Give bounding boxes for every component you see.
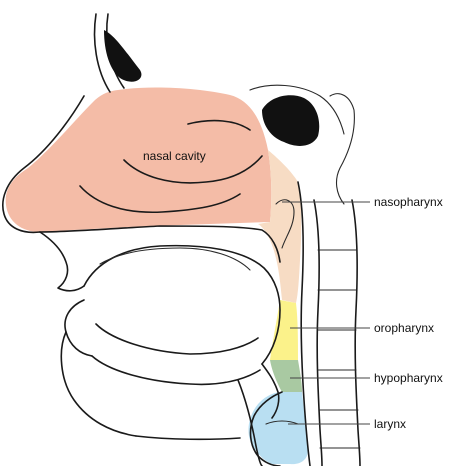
chin-outline [61,332,136,436]
upper-lip-outline [40,232,84,291]
vertebra-lines [318,250,360,448]
nasal-cavity-region [6,88,272,232]
sphenoid-sinus [262,95,319,146]
label-hypopharynx: hypopharynx [374,371,443,385]
label-nasal-cavity: nasal cavity [143,149,206,163]
frontal-sinus [104,30,141,82]
label-oropharynx: oropharynx [374,321,434,335]
spine-front-outline [314,200,322,466]
label-larynx: larynx [374,417,406,431]
hypopharynx-region [270,360,302,392]
mandible-outline [92,324,260,384]
oropharynx-region [270,300,298,360]
lower-lip-outline [65,300,92,356]
tongue-outline [84,246,280,364]
neck-front-outline [136,380,262,466]
label-nasopharynx: nasopharynx [374,195,443,209]
spine-back-outline [352,200,360,466]
